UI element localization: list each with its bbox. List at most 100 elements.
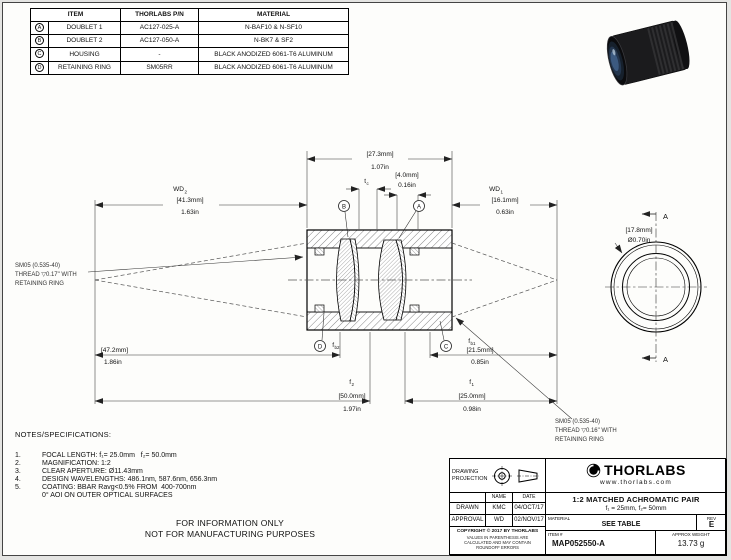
notes-title: NOTES/SPECIFICATIONS:: [15, 430, 112, 439]
logo-cell: THORLABS www.thorlabs.com: [546, 459, 727, 493]
info-line-2: NOT FOR MANUFACTURING PURPOSES: [144, 529, 316, 539]
item-number-label: ITEM #: [548, 532, 563, 537]
projection-label: DRAWING PROJECTION: [452, 469, 488, 482]
dim-f1: f 1 [25.0mm] 0.98in: [404, 379, 558, 413]
dim-wd2-sub: 2: [185, 190, 188, 195]
row-part-number: AC127-050-A: [120, 34, 199, 49]
dim-dia-in: Ø0.70in: [628, 237, 651, 244]
dim-tc-sub: c: [367, 181, 370, 186]
row-part-number: -: [120, 47, 199, 62]
info-disclaimer: FOR INFORMATION ONLY NOT FOR MANUFACTURI…: [100, 518, 360, 540]
lens-glint: [612, 49, 616, 56]
dim-wd2: WD 2 [41.3mm] 1.63in: [94, 186, 308, 216]
dim-fb1-sub: b1: [471, 341, 477, 346]
disclaimer-text: VALUES IN PARENTHESIS ARE CALCULATED AND…: [464, 535, 531, 550]
table-row: C HOUSING - BLACK ANODIZED 6061-T6 ALUMI…: [30, 47, 349, 62]
thread-note-right-line3: RETAINING RING: [555, 437, 604, 443]
row-material: BLACK ANODIZED 6061-T6 ALUMINUM: [198, 47, 349, 62]
thread-note-right-line2: THREAD ▽0.16" WITH: [555, 428, 617, 434]
row-item-name: DOUBLET 1: [48, 20, 121, 36]
approval-label: APPROVAL: [450, 515, 486, 527]
col-header-material: MATERIAL: [198, 8, 349, 22]
date-header: DATE: [513, 493, 546, 503]
section-label-bottom: A: [663, 355, 668, 364]
title-block: DRAWING PROJECTION NAME DATE DRAWN KMC 0…: [449, 458, 727, 556]
extension-lines: [94, 151, 558, 404]
parts-table: ITEM THORLABS P/N MATERIAL A DOUBLET 1 A…: [30, 8, 349, 75]
website-link[interactable]: www.thorlabs.com: [600, 479, 672, 486]
dim-wd2-mm: [41.3mm]: [176, 197, 203, 204]
dim-f2-base: f: [349, 379, 351, 386]
thread-note-right-line1: SM05 (0.535-40): [555, 419, 600, 425]
section-label-top: A: [663, 212, 668, 221]
row-tag-c: C: [35, 49, 44, 59]
dim-gap: [4.0mm] 0.16in: [384, 172, 431, 198]
drawn-label: DRAWN: [450, 503, 486, 515]
item-number-value: MAP052550-A: [552, 539, 605, 548]
note-text: DESIGN WAVELENGTHS: 486.1nm, 587.6nm, 65…: [42, 476, 218, 483]
table-row: A DOUBLET 1 AC127-025-A N-BAF10 & N-SF10: [30, 20, 349, 36]
thread-note-left: SM05 (0.535-40) THREAD ▽0.17" WITH RETAI…: [15, 254, 304, 287]
callout-c-label: C: [444, 345, 449, 351]
copyright-text: COPYRIGHT © 2017 BY THORLABS: [456, 529, 539, 534]
col-header-pn: THORLABS P/N: [120, 8, 199, 22]
weight-cell: APPROX WEIGHT 13.73 g: [656, 531, 727, 556]
notes-section: NOTES/SPECIFICATIONS: 1. FOCAL LENGTH: f…: [15, 430, 365, 500]
third-angle-projection-icon: [492, 465, 540, 486]
dim-f1-in: 0.98in: [463, 406, 481, 413]
dim-wd1-base: WD: [489, 186, 500, 193]
name-date-blank-cell: [450, 493, 486, 503]
dim-fb1: f b1 [21.5mm] 0.85in: [429, 338, 558, 366]
material-cell: MATERIAL SEE TABLE: [546, 515, 697, 531]
ray-trace-lines: [94, 242, 558, 318]
copyright-cell: COPYRIGHT © 2017 BY THORLABS VALUES IN P…: [450, 527, 546, 556]
thread-note-left-line2: THREAD ▽0.17" WITH: [15, 272, 77, 278]
approval-name: WD: [486, 515, 513, 527]
approval-date: 02/NOV/17: [513, 515, 546, 527]
dim-outer-diameter: [17.8mm] Ø0.70in: [614, 227, 653, 254]
dim-tc: t c: [346, 178, 391, 192]
drawn-name: KMC: [486, 503, 513, 515]
drawing-title: 1:2 MATCHED ACHROMATIC PAIR: [572, 495, 700, 504]
row-item-name: DOUBLET 2: [48, 34, 121, 49]
info-line-1: FOR INFORMATION ONLY: [175, 518, 285, 528]
name-header: NAME: [486, 493, 513, 503]
dim-fb1-in: 0.85in: [471, 359, 489, 366]
dim-fb2: f b2 [47.2mm] 1.86in: [94, 342, 341, 366]
drawing-subtitle: f₁ = 25mm, f₂= 50mm: [605, 505, 667, 512]
material-value: SEE TABLE: [601, 521, 641, 528]
dim-overall-mm: [27.3mm]: [366, 151, 393, 158]
weight-label: APPROX WEIGHT: [671, 532, 710, 537]
list-item: 5. COATING: BBAR Ravg<0.5% FROM 400-700n…: [15, 484, 365, 492]
note-continuation: 0° AOI ON OUTER OPTICAL SURFACES: [42, 492, 173, 499]
dim-f1-mm: [25.0mm]: [458, 393, 485, 400]
list-item: 2. MAGNIFICATION: 1:2: [15, 460, 365, 468]
dim-f1-base: f: [469, 379, 471, 386]
callout-b-label: B: [342, 205, 346, 211]
knurling-texture: [647, 22, 685, 76]
table-row: D RETAINING RING SM05RR BLACK ANODIZED 6…: [30, 60, 349, 75]
thread-note-right: SM05 (0.535-40) THREAD ▽0.16" WITH RETAI…: [455, 317, 617, 443]
note-number: 5.: [15, 484, 21, 491]
table-row: B DOUBLET 2 AC127-050-A N-BK7 & SF2: [30, 34, 349, 49]
note-text: FOCAL LENGTH: f₁= 25.0mm f₂= 50.0mm: [42, 452, 177, 459]
dim-f2-sub: 2: [352, 382, 355, 387]
dim-wd2-in: 1.63in: [181, 209, 199, 216]
dim-overall-in: 1.07in: [371, 164, 389, 171]
row-material: BLACK ANODIZED 6061-T6 ALUMINUM: [198, 60, 349, 75]
thorlabs-logo-icon: [586, 463, 601, 477]
row-tag-a: A: [35, 23, 44, 32]
parts-table-header: ITEM THORLABS P/N MATERIAL: [30, 8, 349, 22]
note-text: COATING: BBAR Ravg<0.5% FROM 400-700nm: [42, 484, 197, 491]
item-number-cell: ITEM # MAP052550-A: [546, 531, 656, 556]
note-number: 2.: [15, 460, 21, 467]
row-item-name: RETAINING RING: [48, 60, 121, 75]
callout-d-label: D: [318, 345, 323, 351]
row-part-number: SM05RR: [120, 60, 199, 75]
dim-gap-in: 0.16in: [398, 182, 416, 189]
retaining-rings: [314, 247, 420, 313]
dim-wd1-sub: 1: [501, 190, 504, 195]
note-number: 1.: [15, 452, 21, 459]
thread-note-left-line1: SM05 (0.535-40): [15, 263, 60, 269]
dim-wd1-in: 0.63in: [496, 209, 514, 216]
